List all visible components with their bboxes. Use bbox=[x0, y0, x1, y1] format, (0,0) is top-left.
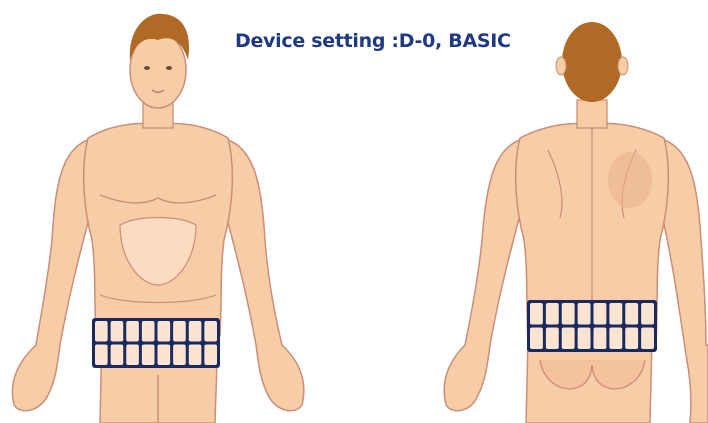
electrode-cell bbox=[530, 303, 543, 325]
back-left-arm bbox=[444, 140, 520, 411]
electrode-cell bbox=[641, 328, 654, 350]
electrode-cell bbox=[158, 345, 171, 366]
electrode-cell bbox=[204, 321, 217, 342]
back-electrode-pad bbox=[527, 300, 657, 352]
electrode-cell bbox=[95, 321, 108, 342]
electrode-cell bbox=[111, 345, 124, 366]
electrode-cell bbox=[142, 321, 155, 342]
electrode-cell bbox=[189, 345, 202, 366]
electrode-cell bbox=[173, 345, 186, 366]
back-body-figure bbox=[444, 22, 708, 423]
electrode-cell bbox=[204, 345, 217, 366]
electrode-cell bbox=[189, 321, 202, 342]
electrode-cell bbox=[530, 328, 543, 350]
electrode-cell bbox=[546, 328, 559, 350]
electrode-cell bbox=[562, 303, 575, 325]
electrode-cell bbox=[95, 345, 108, 366]
front-electrode-pad bbox=[92, 318, 220, 368]
electrode-cell bbox=[142, 345, 155, 366]
electrode-cell bbox=[625, 328, 638, 350]
electrode-cell bbox=[126, 321, 139, 342]
electrode-cell bbox=[173, 321, 186, 342]
electrode-cell bbox=[126, 345, 139, 366]
front-right-arm bbox=[226, 140, 304, 411]
electrode-cell bbox=[641, 303, 654, 325]
electrode-cell bbox=[625, 303, 638, 325]
electrode-cell bbox=[578, 328, 591, 350]
electrode-cell bbox=[594, 328, 607, 350]
back-head bbox=[562, 22, 622, 102]
electrode-cell bbox=[609, 328, 622, 350]
electrode-cell bbox=[158, 321, 171, 342]
electrode-cell bbox=[562, 328, 575, 350]
electrode-cell bbox=[609, 303, 622, 325]
electrode-cell bbox=[546, 303, 559, 325]
front-left-arm bbox=[12, 140, 90, 411]
electrode-cell bbox=[111, 321, 124, 342]
electrode-cell bbox=[578, 303, 591, 325]
electrode-cell bbox=[594, 303, 607, 325]
